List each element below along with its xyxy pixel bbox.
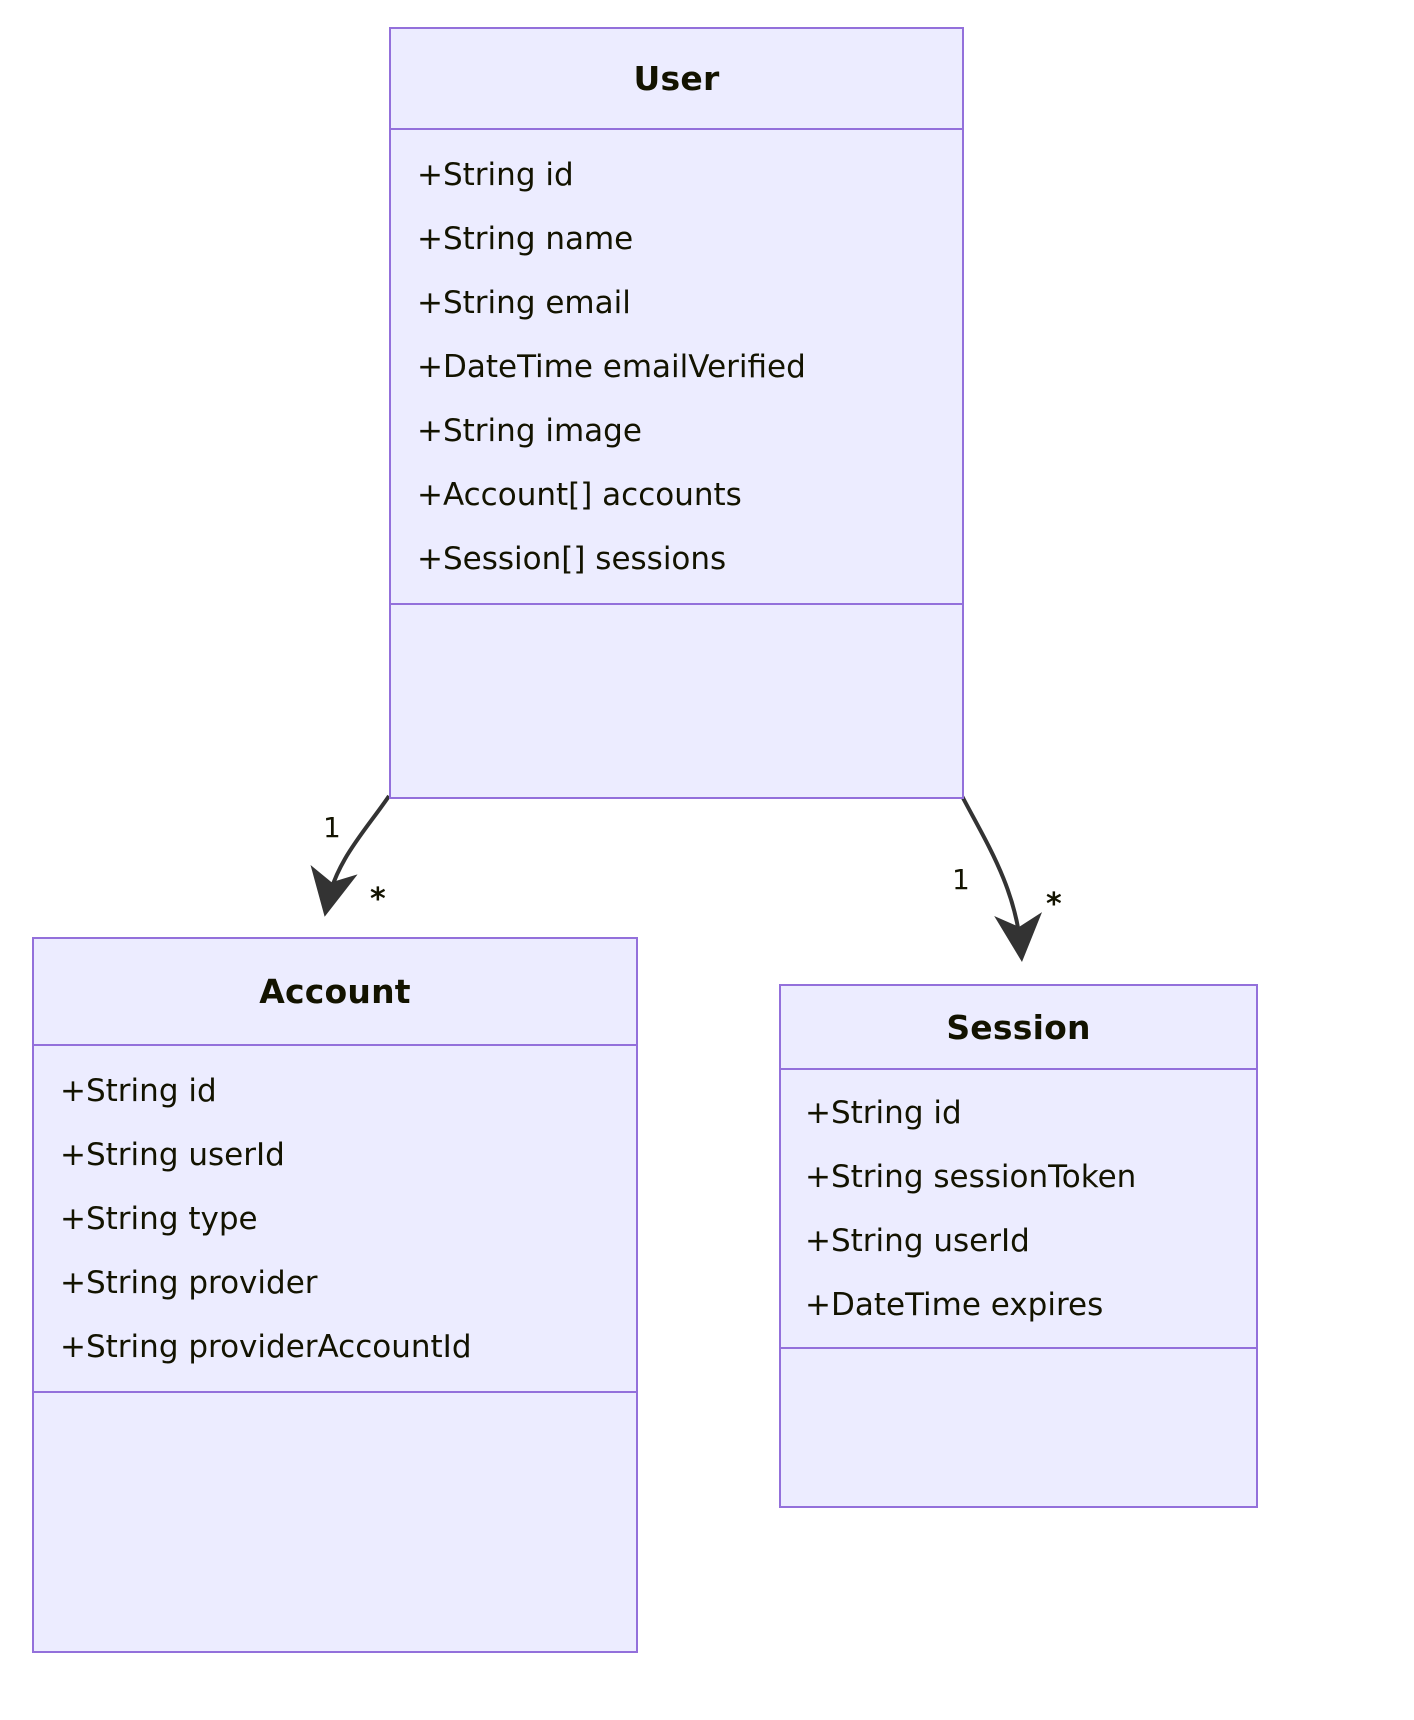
attribute-row: +String image <box>417 413 642 449</box>
attribute-row: +String sessionToken <box>805 1159 1137 1195</box>
edge-label-user-session-target: * <box>1046 887 1062 922</box>
edge-label-user-account-target: * <box>370 882 386 917</box>
attribute-row: +DateTime emailVerified <box>417 349 806 385</box>
attribute-row: +String provider <box>60 1265 318 1301</box>
edge-user-to-session <box>960 795 1043 962</box>
class-box-account[interactable]: Account +String id +String userId +Strin… <box>32 937 638 1653</box>
class-name-account: Account <box>259 972 411 1011</box>
class-methods-session <box>781 1349 1256 1506</box>
attribute-row: +String id <box>805 1095 962 1131</box>
class-header-account: Account <box>34 939 636 1046</box>
class-methods-account <box>34 1393 636 1651</box>
attribute-row: +String providerAccountId <box>60 1329 472 1365</box>
attribute-row: +Account[] accounts <box>417 477 742 513</box>
attribute-row: +String id <box>60 1073 217 1109</box>
attribute-row: +String name <box>417 221 634 257</box>
attribute-row: +DateTime expires <box>805 1287 1104 1323</box>
class-name-session: Session <box>946 1007 1091 1047</box>
class-methods-user <box>391 605 962 797</box>
edge-label-user-session-source: 1 <box>952 863 970 896</box>
class-header-session: Session <box>781 986 1256 1070</box>
class-attributes-user: +String id +String name +String email +D… <box>391 130 962 605</box>
class-header-user: User <box>391 29 962 130</box>
class-name-user: User <box>633 59 720 98</box>
attribute-row: +String id <box>417 157 574 193</box>
class-attributes-session: +String id +String sessionToken +String … <box>781 1070 1256 1349</box>
class-box-session[interactable]: Session +String id +String sessionToken … <box>779 984 1258 1508</box>
attribute-row: +String userId <box>805 1223 1030 1259</box>
attribute-row: +Session[] sessions <box>417 541 727 577</box>
attribute-row: +String type <box>60 1201 258 1237</box>
attribute-row: +String email <box>417 285 631 321</box>
class-attributes-account: +String id +String userId +String type +… <box>34 1046 636 1393</box>
attribute-row: +String userId <box>60 1137 285 1173</box>
class-box-user[interactable]: User +String id +String name +String ema… <box>389 27 964 799</box>
edge-label-user-account-source: 1 <box>323 811 341 844</box>
